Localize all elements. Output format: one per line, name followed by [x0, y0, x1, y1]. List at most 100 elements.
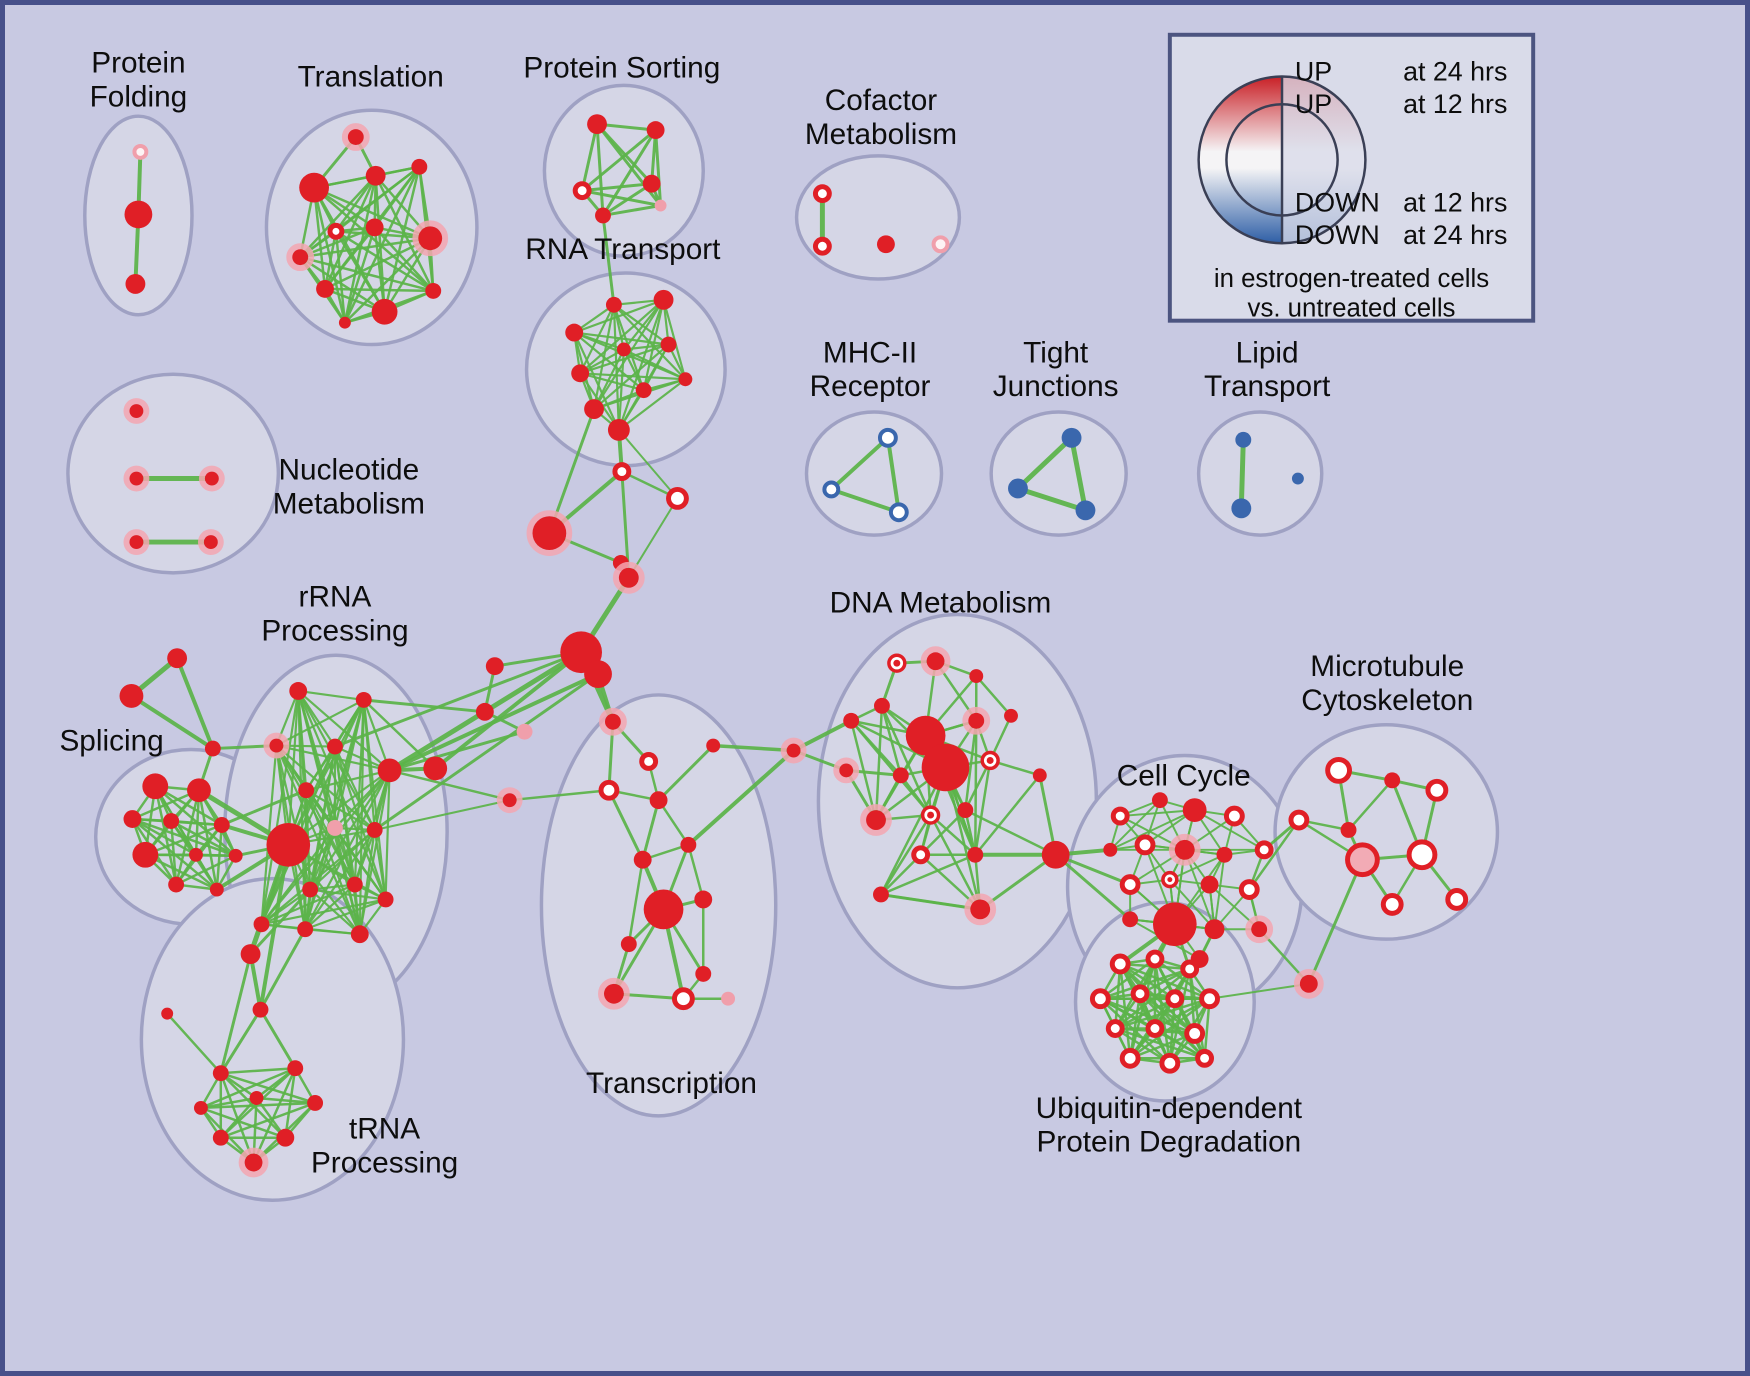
- node: [572, 181, 592, 201]
- node: [266, 823, 311, 867]
- edge: [129, 693, 215, 751]
- edge: [312, 186, 435, 293]
- node-halo: [197, 529, 224, 555]
- edge: [1114, 1027, 1206, 1060]
- node: [584, 660, 612, 688]
- legend-direction-label: UP: [1295, 89, 1332, 119]
- node-halo: [1293, 968, 1324, 999]
- node: [253, 916, 270, 933]
- node-center-dot: [893, 659, 901, 667]
- node-halo: [263, 732, 290, 759]
- edge: [297, 689, 365, 702]
- cluster-label-rna_transport: RNA Transport: [525, 233, 721, 266]
- node: [142, 773, 169, 800]
- legend-footer-line: vs. untreated cells: [1248, 295, 1456, 323]
- node: [204, 740, 221, 757]
- node: [1195, 1048, 1215, 1068]
- node: [616, 342, 631, 357]
- node: [1340, 822, 1357, 838]
- edge: [260, 826, 337, 926]
- node: [1251, 921, 1268, 938]
- edge: [874, 704, 884, 822]
- cluster-label-cell_cycle: Cell Cycle: [1117, 759, 1251, 792]
- node: [289, 682, 308, 700]
- edge: [612, 303, 670, 346]
- node: [425, 282, 442, 299]
- node: [666, 486, 689, 510]
- node-halo: [962, 706, 991, 735]
- edge: [219, 1066, 297, 1075]
- node: [1345, 842, 1380, 878]
- edge: [220, 788, 308, 827]
- edge: [219, 1008, 262, 1075]
- edge: [1015, 435, 1075, 491]
- node: [1165, 989, 1185, 1009]
- node: [1032, 768, 1047, 783]
- edge: [687, 843, 705, 901]
- edge: [964, 808, 1057, 857]
- edge: [595, 122, 605, 217]
- node: [786, 743, 801, 758]
- node: [240, 944, 261, 964]
- node: [1130, 984, 1150, 1004]
- legend-footer-line: in estrogen-treated cells: [1214, 265, 1489, 293]
- node: [1041, 840, 1070, 869]
- node: [475, 702, 494, 721]
- node-halo: [412, 220, 449, 257]
- edge: [260, 698, 365, 926]
- node: [418, 226, 443, 251]
- node: [931, 235, 950, 254]
- node-halo: [964, 893, 997, 926]
- node: [970, 899, 991, 920]
- node: [812, 184, 832, 204]
- node: [1406, 839, 1438, 871]
- node: [1110, 806, 1130, 826]
- node-halo: [1168, 833, 1201, 866]
- legend-direction-label: DOWN: [1295, 187, 1380, 217]
- node: [1119, 1047, 1141, 1069]
- cluster-ellipse-trna_processing: [139, 876, 406, 1202]
- node: [822, 480, 841, 499]
- edge: [879, 892, 982, 911]
- node: [327, 222, 345, 240]
- node: [1254, 840, 1274, 860]
- edge: [1193, 809, 1266, 851]
- edge: [131, 817, 198, 857]
- node: [595, 207, 611, 224]
- edge: [508, 789, 611, 802]
- node: [1089, 988, 1111, 1010]
- node: [1119, 874, 1141, 895]
- edge: [334, 230, 347, 324]
- node: [163, 813, 180, 829]
- edge: [607, 788, 645, 862]
- node: [671, 987, 695, 1011]
- node: [812, 236, 832, 256]
- edge: [1188, 967, 1206, 1060]
- node: [612, 462, 632, 482]
- node: [193, 1100, 208, 1115]
- node: [411, 158, 428, 175]
- edge: [1015, 485, 1088, 513]
- node: [292, 249, 309, 266]
- node: [212, 1065, 229, 1082]
- edge: [654, 128, 663, 208]
- node: [327, 820, 343, 836]
- edge: [1347, 779, 1394, 832]
- edge: [622, 348, 687, 381]
- edge: [601, 128, 658, 217]
- node-halo: [123, 529, 150, 555]
- node: [1152, 902, 1197, 947]
- node: [168, 876, 185, 893]
- edge: [1119, 809, 1196, 818]
- edge: [617, 378, 687, 431]
- node: [967, 846, 984, 863]
- edge: [592, 303, 616, 411]
- edge: [388, 769, 511, 802]
- node: [371, 298, 398, 325]
- edge: [829, 487, 901, 515]
- edge: [573, 331, 620, 431]
- node: [1184, 1023, 1206, 1044]
- legend-direction-label: UP: [1295, 56, 1332, 86]
- node: [125, 274, 146, 294]
